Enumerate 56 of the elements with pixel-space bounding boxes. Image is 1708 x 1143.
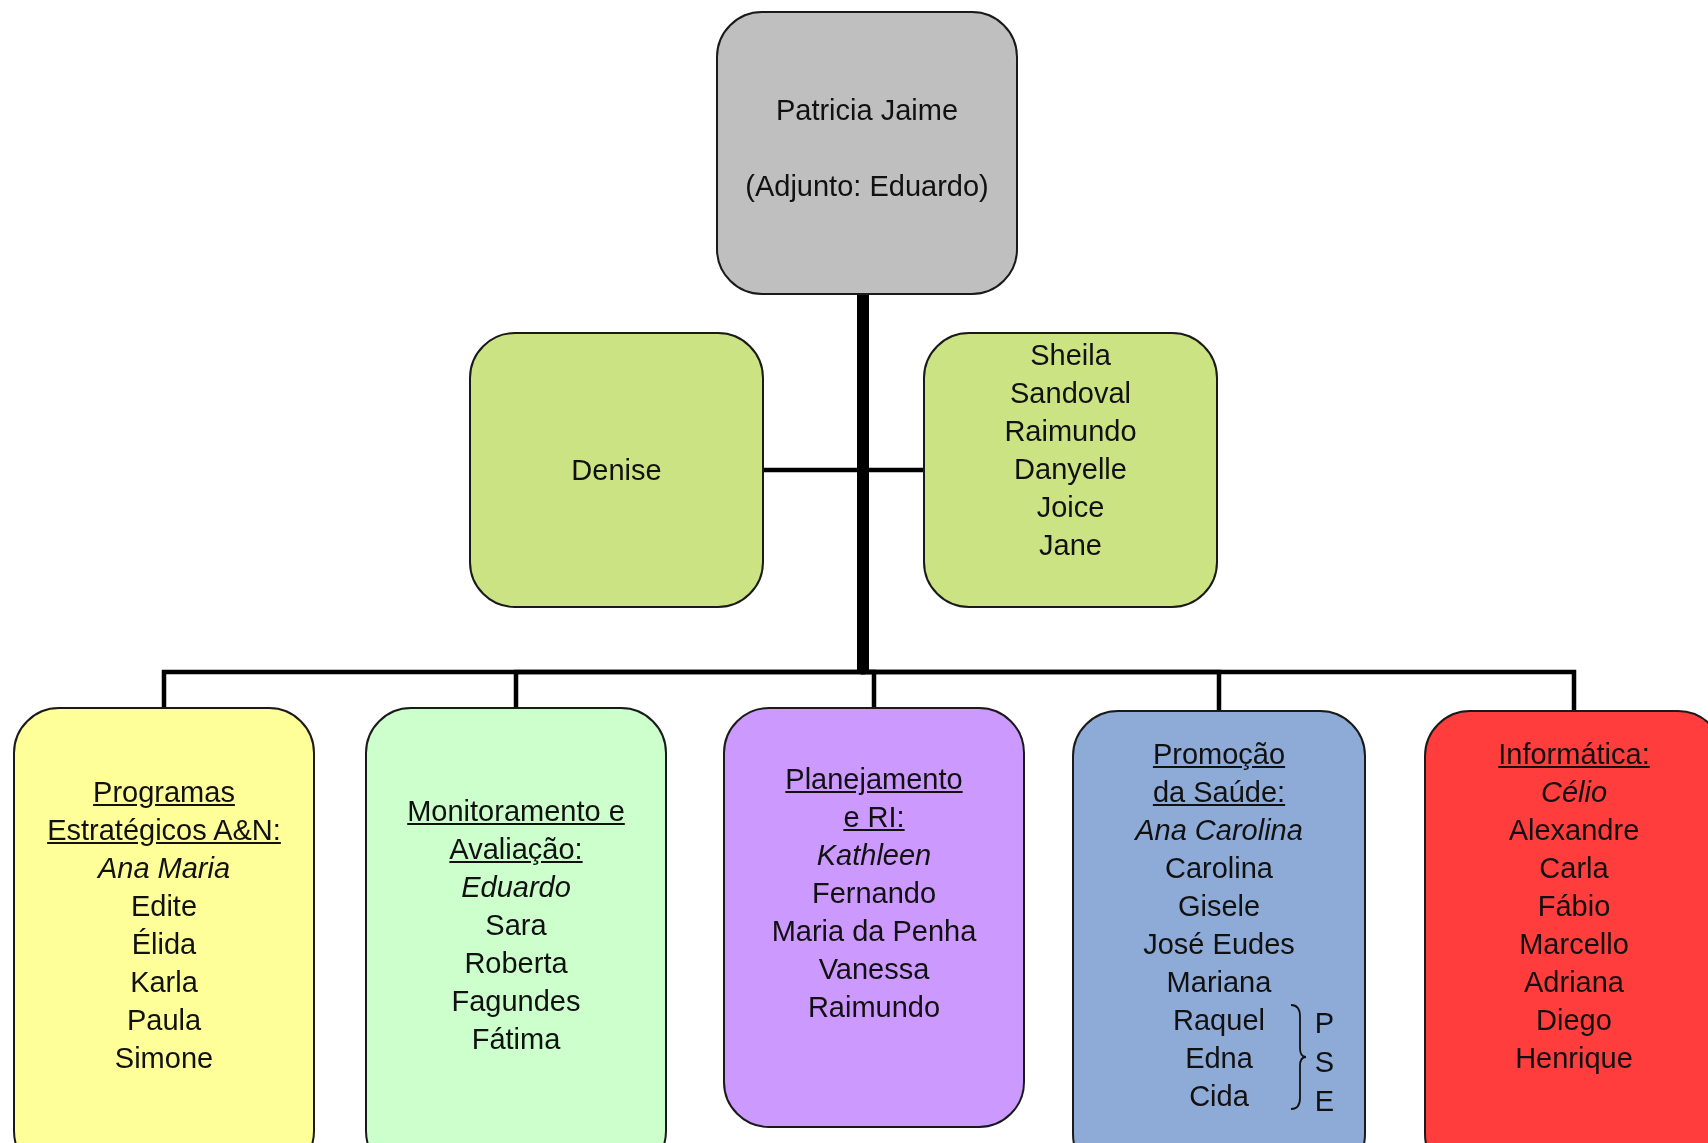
group-heading: Promoção da Saúde: bbox=[1151, 737, 1287, 810]
org-box bbox=[469, 332, 764, 608]
member-name: Danyelle bbox=[1014, 452, 1127, 487]
lead-name: Kathleen bbox=[816, 838, 932, 873]
member-name: Carla bbox=[1539, 851, 1609, 886]
member-name: Mariana bbox=[1166, 965, 1272, 1000]
member-name: Karla bbox=[130, 965, 198, 1000]
member-name: Sandoval bbox=[1010, 376, 1131, 411]
member-name: Diego bbox=[1536, 1003, 1612, 1038]
member-name: Carolina bbox=[1165, 851, 1273, 886]
org-box bbox=[1072, 710, 1366, 1143]
member-name: Edite bbox=[130, 889, 198, 924]
member-name: Roberta bbox=[464, 946, 568, 981]
lead-name: Eduardo bbox=[461, 870, 571, 905]
member-name: Denise bbox=[571, 453, 662, 488]
trunk-line bbox=[857, 295, 869, 672]
member-name: Marcello bbox=[1519, 927, 1629, 962]
bracket-note: PSE bbox=[1313, 1006, 1336, 1119]
org-box bbox=[1424, 710, 1708, 1143]
member-name: Adriana bbox=[1524, 965, 1624, 1000]
member-name: (Adjunto: Eduardo) bbox=[745, 169, 989, 204]
member-name: Raquel bbox=[1173, 1003, 1265, 1038]
member-name: José Eudes bbox=[1143, 927, 1295, 962]
member-name: Patricia Jaime bbox=[775, 93, 959, 128]
org-box bbox=[923, 332, 1218, 608]
member-name: Sara bbox=[485, 908, 547, 943]
member-name: Cida bbox=[1189, 1079, 1249, 1114]
member-name: Jane bbox=[1039, 528, 1102, 563]
member-name: Paula bbox=[126, 1003, 202, 1038]
member-name: Fábio bbox=[1537, 889, 1611, 924]
lead-name: Célio bbox=[1540, 775, 1608, 810]
lead-name: Ana Maria bbox=[97, 851, 231, 886]
member-name: Joice bbox=[1036, 490, 1105, 525]
lead-name: Ana Carolina bbox=[1135, 813, 1303, 848]
member-name: Edna bbox=[1185, 1041, 1253, 1076]
member-name: Maria da Penha bbox=[771, 914, 977, 949]
member-name: Simone bbox=[114, 1041, 214, 1076]
member-name: Fagundes bbox=[451, 984, 581, 1019]
member-name: Vanessa bbox=[818, 952, 930, 987]
org-box bbox=[365, 707, 667, 1143]
group-heading: Planejamento e RI: bbox=[784, 762, 964, 835]
org-box bbox=[13, 707, 315, 1143]
member-name: Raimundo bbox=[1004, 414, 1137, 449]
member-name: Fernando bbox=[811, 876, 937, 911]
org-box bbox=[716, 11, 1018, 295]
member-name: Henrique bbox=[1515, 1041, 1633, 1076]
group-heading: Informática: bbox=[1497, 737, 1651, 772]
member-name: Raimundo bbox=[807, 990, 941, 1025]
group-heading: Monitoramento e Avaliação: bbox=[406, 794, 626, 867]
group-heading: Programas Estratégicos A&N: bbox=[46, 775, 282, 848]
member-name: Gisele bbox=[1177, 889, 1261, 924]
member-name: Alexandre bbox=[1508, 813, 1640, 848]
member-name: Fátima bbox=[471, 1022, 561, 1057]
org-box bbox=[723, 707, 1025, 1128]
member-name: Élida bbox=[131, 927, 197, 962]
member-name: Sheila bbox=[1030, 338, 1111, 373]
